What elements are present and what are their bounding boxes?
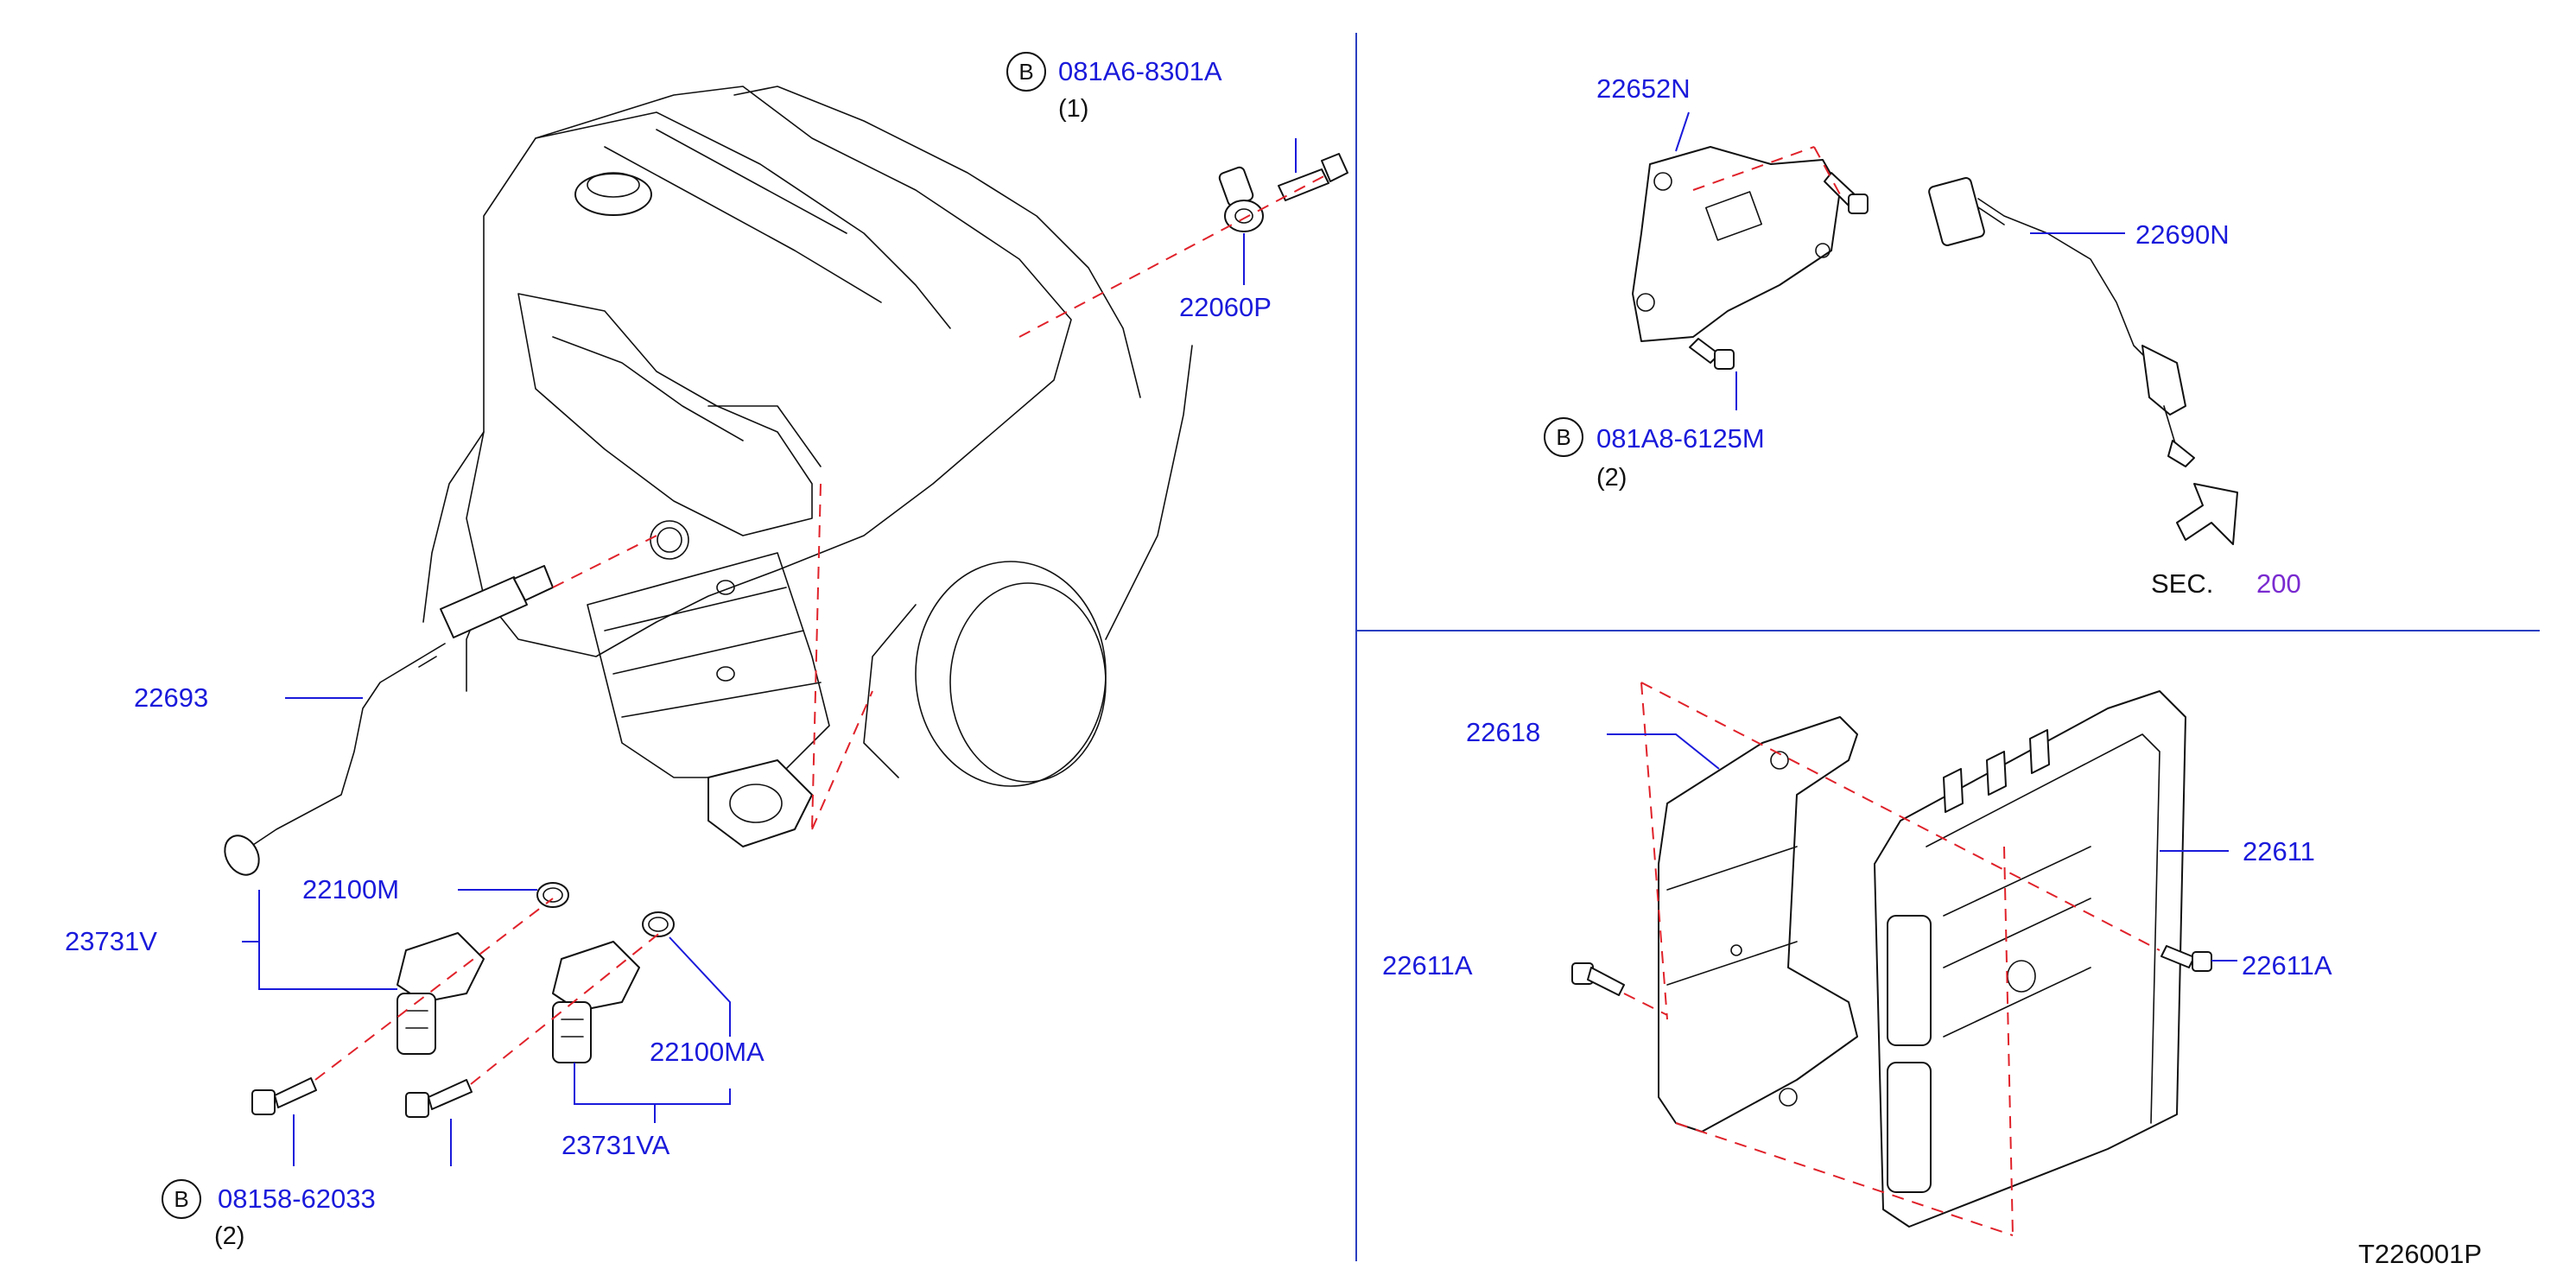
label-23731VA: 23731VA [562,1130,670,1160]
bolt-08158-62033-b [405,1079,473,1118]
engine-illustration [422,86,1193,847]
ecm-bracket-22618 [1658,716,1858,1133]
label-22611A-left: 22611A [1382,950,1473,981]
bolt-08158-62033-a [251,1077,317,1115]
svg-text:B: B [174,1186,188,1212]
label-22060P: 22060P [1179,292,1272,322]
qty-081A8-6125M: (2) [1596,464,1627,492]
label-081A8-6125M: 081A8-6125M [1596,423,1765,454]
label-22690N: 22690N [2135,219,2230,250]
label-22693: 22693 [134,682,208,713]
sec-prefix: SEC. [2151,568,2213,599]
ecm-unit-22611 [1874,690,2186,1228]
diagram-id: T226001P [2358,1239,2482,1269]
cam-position-sensor-23731VA [552,941,640,1063]
label-22611: 22611 [2243,836,2315,866]
svg-text:B: B [1018,59,1033,85]
o-ring-22100MA [642,911,675,937]
sec-arrow [2176,483,2238,545]
sec-number-link[interactable]: 200 [2256,568,2301,599]
bolt-marker-08158-62033: B [162,1179,201,1219]
cam-position-sensor-23731V [397,932,485,1055]
label-22100MA: 22100MA [650,1037,765,1067]
o-ring-22100M [536,882,569,908]
oxygen-sensor-22690N [1928,177,2195,467]
bolt-marker-081A8-6125M: B [1544,417,1583,457]
label-081A6-8301A: 081A6-8301A [1058,56,1222,86]
bracket-22652N [1632,146,1841,342]
svg-text:B: B [1556,424,1570,450]
bolt-marker-081A6-8301A: B [1006,52,1046,92]
label-08158-62033: 08158-62033 [218,1184,376,1214]
label-22652N: 22652N [1596,73,1691,104]
qty-081A6-8301A: (1) [1058,95,1088,123]
knock-sensor-22060P [1218,166,1264,232]
label-23731V: 23731V [65,926,157,956]
screw-22611A-left [1571,962,1625,996]
oxygen-sensor-22693 [224,565,554,876]
oil-filler-cap [574,173,652,216]
bolt-081A8-6125M-a [1824,172,1869,214]
label-22611A-right: 22611A [2242,950,2332,981]
bolt-081A6-8301A [1278,153,1348,201]
exhaust-flange [707,759,813,847]
label-22100M: 22100M [302,874,399,904]
label-22618: 22618 [1466,717,1540,747]
bolt-081A8-6125M-b [1689,338,1735,370]
qty-08158-62033: (2) [214,1222,244,1250]
